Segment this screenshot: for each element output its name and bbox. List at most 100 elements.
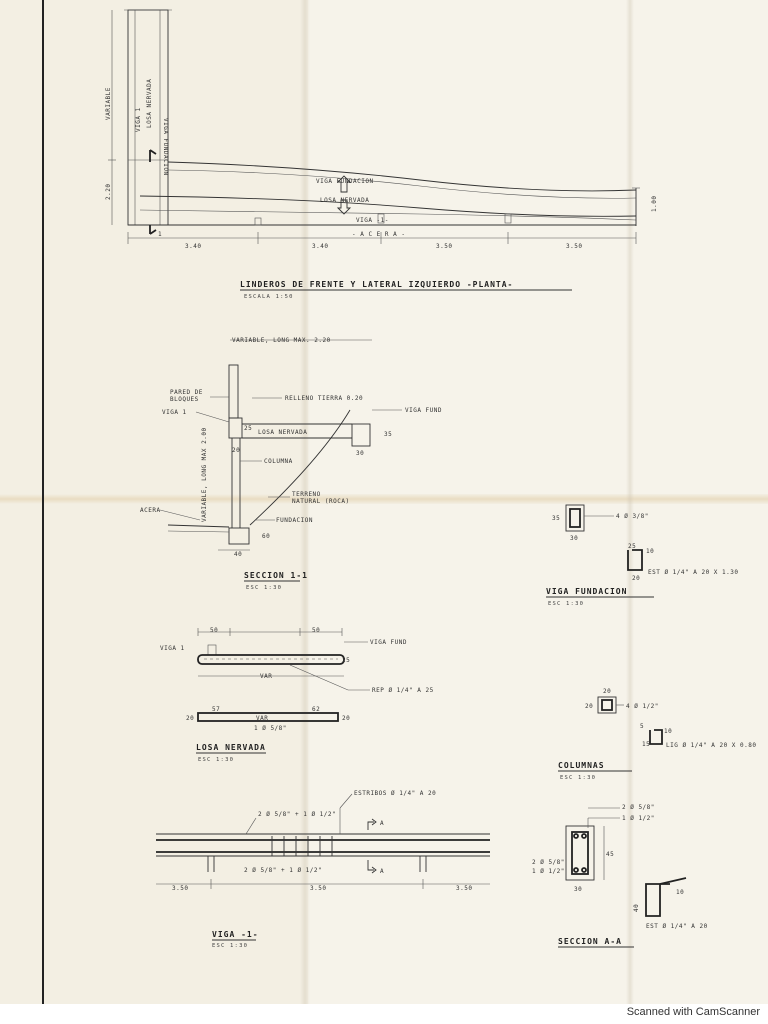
vf-section-outline <box>565 504 585 532</box>
watermark: Scanned with CamScanner <box>626 1006 760 1018</box>
s11-dim-35: 35 <box>384 431 392 438</box>
v1-title: VIGA -1- <box>212 930 259 939</box>
v1-dim-3: 3.50 <box>456 885 472 892</box>
s11-top-dim: VARIABLE, LONG MAX. 2.20 <box>232 337 331 344</box>
section-a-a-detail: 2 Ø 5/8" 1 Ø 1/2" 2 Ø 5/8" 1 Ø 1/2" 45 3… <box>532 804 708 948</box>
plan-scale: ESCALA 1:50 <box>244 294 294 300</box>
col-dim-10: 10 <box>664 728 672 735</box>
s11-label-acera: ACERA <box>140 507 161 514</box>
vf-stirrup-note: EST Ø 1/4" A 20 X 1.30 <box>648 569 738 576</box>
saa-est: EST Ø 1/4" A 20 <box>646 923 708 930</box>
vf-scale: ESC 1:30 <box>548 601 584 607</box>
plan-dim-2: 3.40 <box>312 243 328 250</box>
label-acera: - A C E R A - <box>352 231 405 238</box>
v1-label-top-bars: 2 Ø 5/8" + 1 Ø 1/2" <box>258 811 336 818</box>
ln-dim-50b: 50 <box>312 627 320 634</box>
s11-label-fundacion: FUNDACION <box>276 517 313 524</box>
plan-beam-edge <box>167 169 637 199</box>
leader <box>289 664 349 691</box>
v1-cut-a-bottom: A <box>380 868 384 875</box>
ln-scale: ESC 1:30 <box>198 757 234 763</box>
s11-title: SECCION 1-1 <box>244 571 308 580</box>
viga-fundacion-detail: 4 Ø 3/8" 35 30 25 10 20 EST Ø 1/4" A 20 … <box>546 504 738 607</box>
col-title: COLUMNAS <box>558 761 605 770</box>
col-scale: ESC 1:30 <box>560 775 596 781</box>
sheet-margin-line <box>42 0 44 1004</box>
saa-section-outline <box>565 825 595 881</box>
plan-column-mark <box>254 217 262 226</box>
saa-bot1: 2 Ø 5/8" <box>532 859 565 866</box>
s11-dim-30: 30 <box>356 450 364 457</box>
ln-slab-bar <box>197 654 345 665</box>
s11-label-bloques: BLOQUES <box>170 396 199 403</box>
label-viga-fundacion-vertical: VIGA FUNDACION <box>162 118 169 176</box>
v1-scale: ESC 1:30 <box>212 943 248 949</box>
saa-dim-45: 45 <box>606 851 614 858</box>
v1-cut-a-top: A <box>380 820 384 827</box>
s11-label-losa-nervada: LOSA NERVADA <box>258 429 307 436</box>
s11-sidewalk <box>167 530 230 533</box>
paper-fold-vertical-right <box>626 0 634 1004</box>
label-viga-fundacion: VIGA FUNDACION <box>316 178 374 185</box>
plan-slab-edge <box>139 209 637 221</box>
ln-label-bar: 1 Ø 5/8" <box>254 725 287 732</box>
vf-dim-30: 30 <box>570 535 578 542</box>
s11-dim-25: 25 <box>244 425 252 432</box>
saa-stirrup-detail <box>645 883 670 917</box>
s11-foundation-beam <box>351 423 371 447</box>
col-dim-20b: 20 <box>585 703 593 710</box>
ln-dim-20b: 20 <box>342 715 350 722</box>
columnas-detail: 20 20 4 Ø 1/2" 5 10 15 LIG Ø 1/4" A 20 X… <box>558 688 756 781</box>
ln-dim-var: VAR <box>260 673 272 680</box>
paper-fold-horizontal <box>0 494 768 504</box>
down-arrow-icon <box>336 199 352 215</box>
s11-label-terreno: TERRENO <box>292 491 321 498</box>
v1-label-bottom-bars: 2 Ø 5/8" + 1 Ø 1/2" <box>244 867 322 874</box>
vf-rebar: 4 Ø 3/8" <box>616 513 649 520</box>
saa-stirrup <box>571 831 589 875</box>
plan-column-mark <box>504 213 512 224</box>
s11-label-natural: NATURAL (ROCA) <box>292 498 350 505</box>
plan-beam-top-edge <box>167 161 637 192</box>
vf-dim-35: 35 <box>552 515 560 522</box>
cut-arrow-icon-top <box>367 818 377 830</box>
ln-label-var2: VAR <box>256 715 268 722</box>
saa-dim-10: 10 <box>676 889 684 896</box>
leader <box>195 411 230 423</box>
section-1-1: VARIABLE, LONG MAX. 2.20 <box>140 337 442 591</box>
section-cut-mark-bottom <box>149 225 157 235</box>
s11-beam1 <box>228 417 243 439</box>
s11-dim-60: 60 <box>262 533 270 540</box>
section-mark-number: 1 <box>158 231 162 238</box>
ln-lower-bar <box>197 712 339 722</box>
ln-title: LOSA NERVADA <box>196 743 266 752</box>
saa-title: SECCION A-A <box>558 937 622 946</box>
s11-terrain-line <box>249 409 351 526</box>
s11-footing <box>228 527 250 545</box>
viga1-detail: A A ESTRIBOS Ø 1/4" A 20 2 Ø 5/8" + 1 Ø … <box>156 790 490 949</box>
saa-dim-40: 40 <box>633 904 640 912</box>
vf-dim-25: 25 <box>628 543 636 550</box>
vf-title: VIGA FUNDACION <box>546 587 627 596</box>
ln-dim-20a: 20 <box>186 715 194 722</box>
plan-dim-4: 3.50 <box>566 243 582 250</box>
leader <box>159 509 201 521</box>
up-arrow-icon <box>336 175 352 193</box>
label-viga1-vertical: VIGA 1 <box>135 107 142 132</box>
saa-bot2: 1 Ø 1/2" <box>532 868 565 875</box>
ln-dim-25: 25 <box>342 657 350 664</box>
s11-dim-20: 20 <box>232 447 240 454</box>
vf-dim-20: 20 <box>632 575 640 582</box>
ln-dim-62: 62 <box>312 706 320 713</box>
vf-stirrup-detail <box>627 549 643 571</box>
plan-view: VARIABLE VIGA 1 LOSA NERVADA VIGA FUNDAC… <box>105 9 658 300</box>
saa-top1: 2 Ø 5/8" <box>622 804 655 811</box>
vf-dim-10: 10 <box>646 548 654 555</box>
col-dim-5: 5 <box>640 723 644 730</box>
saa-rebar-dot <box>581 833 587 839</box>
saa-rebar-dot <box>581 867 587 873</box>
vf-stirrup <box>569 508 581 528</box>
losa-nervada-detail: VIGA 1 50 50 VIGA FUND 25 VAR REP Ø 1/4"… <box>160 627 433 763</box>
